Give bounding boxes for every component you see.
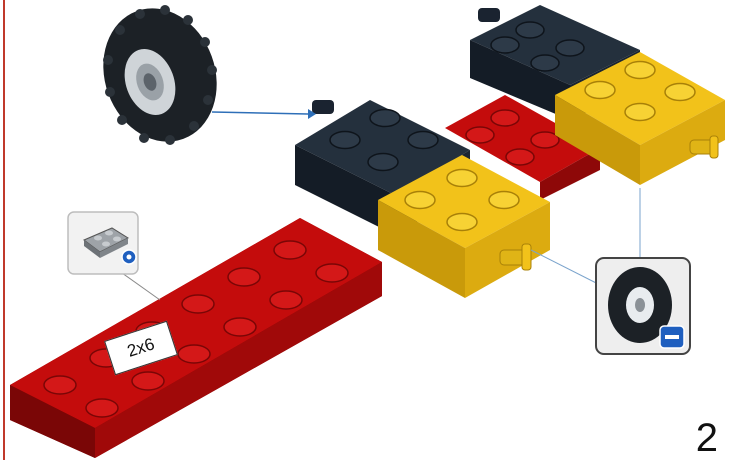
wheel-callout bbox=[531, 188, 690, 354]
loose-wheel bbox=[85, 0, 235, 158]
plate-callout bbox=[68, 212, 160, 300]
red-2x6-plate bbox=[10, 218, 382, 458]
step-number: 2 bbox=[696, 418, 718, 458]
wheel-attach-arrow bbox=[212, 112, 308, 114]
